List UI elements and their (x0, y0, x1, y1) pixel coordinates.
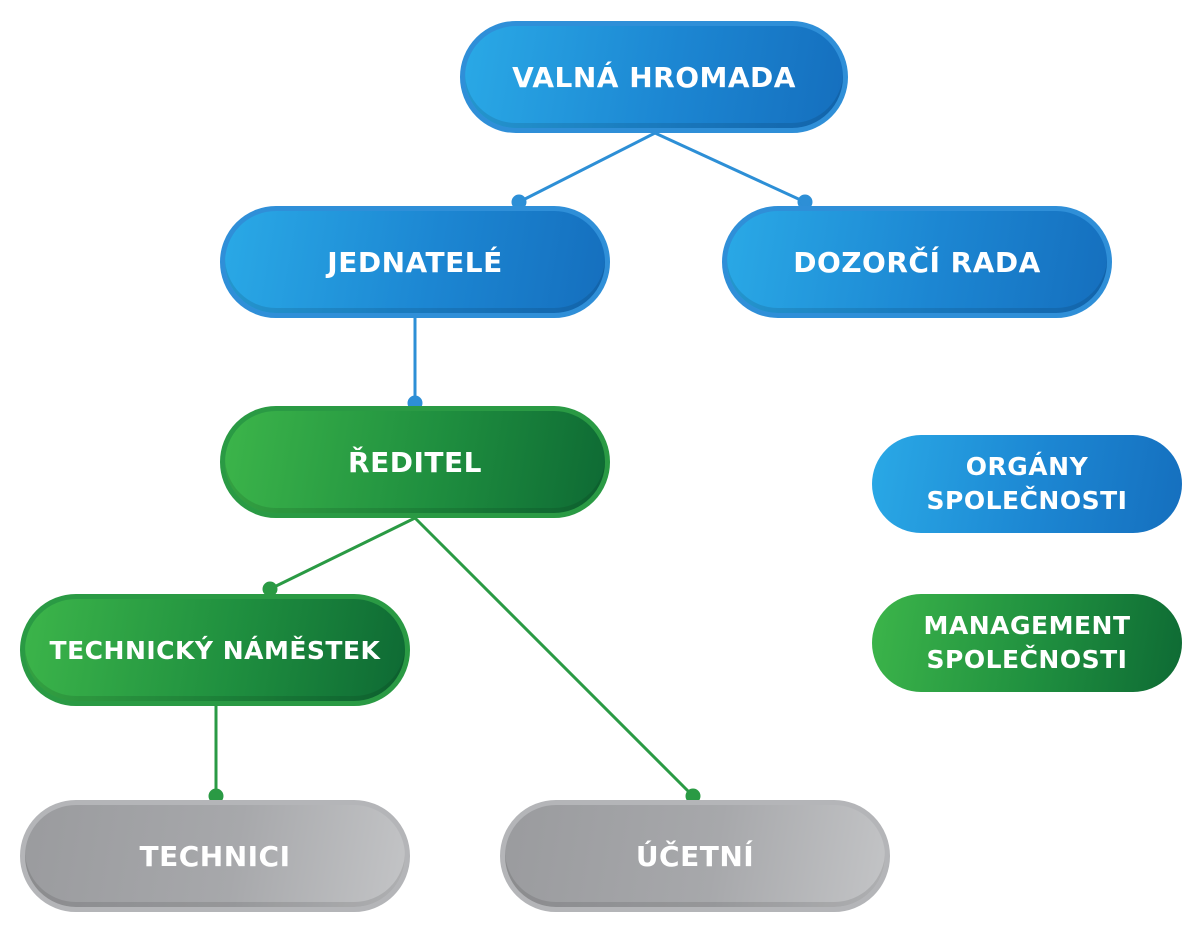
node-technici: TECHNICI (20, 800, 410, 912)
node-reditel: ŘEDITEL (220, 406, 610, 518)
legend-label-line2: SPOLEČNOSTI (926, 645, 1128, 674)
legend-label-line1: ORGÁNY (965, 452, 1089, 481)
node-valna-hromada: VALNÁ HROMADA (460, 21, 848, 133)
node-technicky-namestek: TECHNICKÝ NÁMĚSTEK (20, 594, 410, 706)
node-label: ÚČETNÍ (635, 839, 755, 873)
node-label: TECHNICI (139, 839, 291, 873)
node-jednatele: JEDNATELÉ (220, 206, 610, 318)
node-label: TECHNICKÝ NÁMĚSTEK (49, 635, 381, 665)
legend-organy-spolecnosti: ORGÁNY SPOLEČNOSTI (872, 435, 1182, 533)
legend-management-spolecnosti: MANAGEMENT SPOLEČNOSTI (872, 594, 1182, 692)
legend-label-line1: MANAGEMENT (923, 611, 1131, 640)
node-label: ŘEDITEL (348, 445, 482, 479)
node-label: JEDNATELÉ (327, 245, 503, 279)
node-label: VALNÁ HROMADA (512, 60, 796, 94)
node-dozorci-rada: DOZORČÍ RADA (722, 206, 1112, 318)
node-label: DOZORČÍ RADA (793, 245, 1041, 279)
node-ucetni: ÚČETNÍ (500, 800, 890, 912)
connector-green (208, 516, 701, 804)
legend-label-line2: SPOLEČNOSTI (926, 486, 1128, 515)
